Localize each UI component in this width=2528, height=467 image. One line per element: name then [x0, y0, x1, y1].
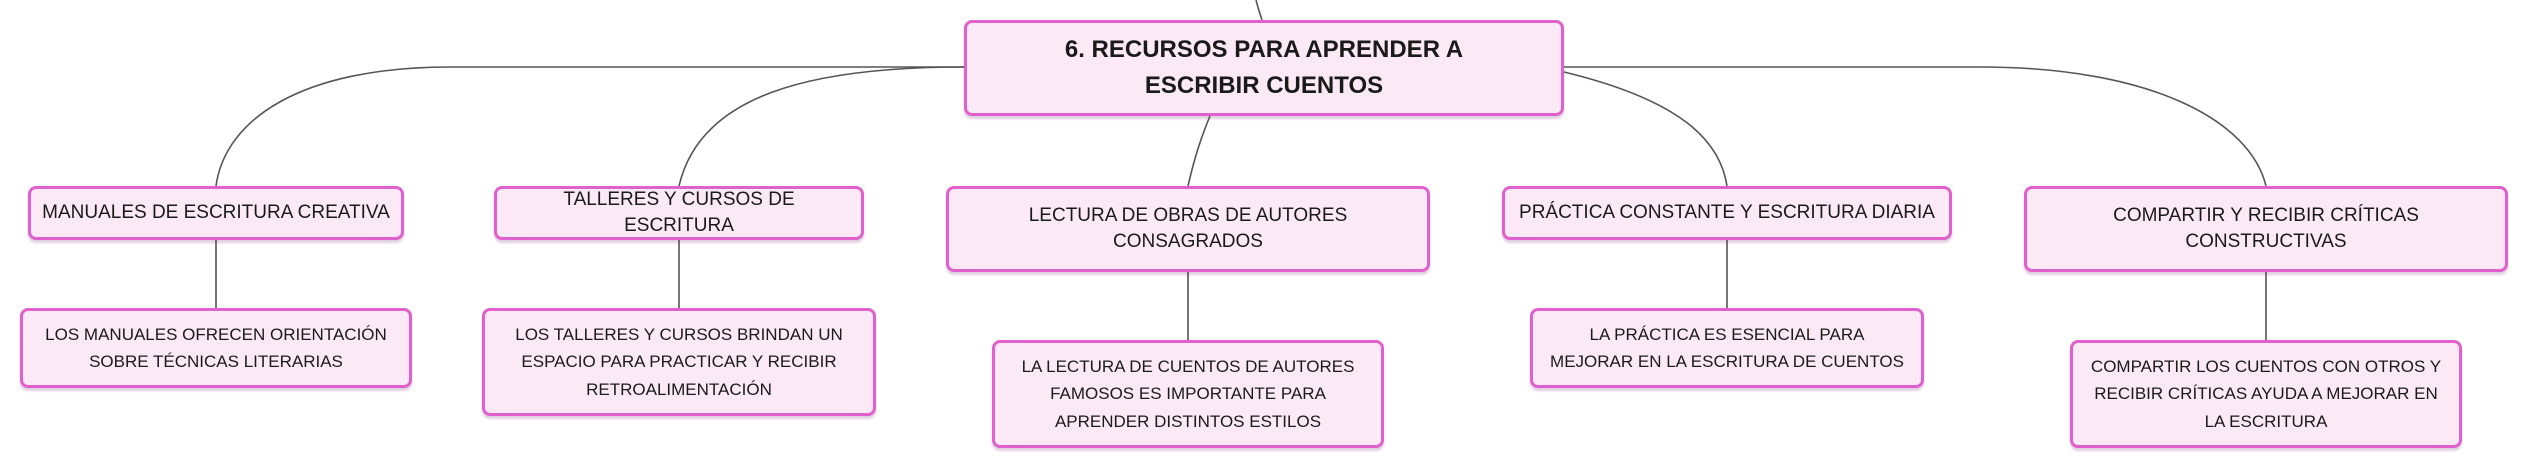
connector-root-to-topic-5: [1564, 66, 2267, 187]
topic-label: LECTURA DE OBRAS DE AUTORES CONSAGRADOS: [1028, 205, 1348, 252]
subtopic-manuales[interactable]: LOS MANUALES OFRECEN ORIENTACIÓN SOBRE T…: [20, 308, 412, 388]
topic-lectura[interactable]: LECTURA DE OBRAS DE AUTORES CONSAGRADOS: [946, 186, 1430, 272]
connector-root-to-topic-4: [1563, 71, 1728, 187]
topic-practica[interactable]: PRÁCTICA CONSTANTE Y ESCRITURA DIARIA: [1502, 186, 1952, 240]
subtopic-label: LA LECTURA DE CUENTOS DE AUTORES FAMOSOS…: [1021, 357, 1355, 431]
subtopic-compartir[interactable]: COMPARTIR LOS CUENTOS CON OTROS Y RECIBI…: [2070, 340, 2462, 448]
connector-parent-to-root: [1255, 0, 1263, 21]
subtopic-lectura[interactable]: LA LECTURA DE CUENTOS DE AUTORES FAMOSOS…: [992, 340, 1384, 448]
subtopic-practica[interactable]: LA PRÁCTICA ES ESENCIAL PARA MEJORAR EN …: [1530, 308, 1924, 388]
topic-label: PRÁCTICA CONSTANTE Y ESCRITURA DIARIA: [1519, 202, 1935, 224]
central-topic-label: 6. RECURSOS PARA APRENDER A ESCRIBIR CUE…: [1064, 36, 1464, 99]
subtopic-label: LA PRÁCTICA ES ESENCIAL PARA MEJORAR EN …: [1550, 324, 1904, 371]
connector-root-to-topic-3: [1187, 115, 1211, 187]
topic-label: COMPARTIR Y RECIBIR CRÍTICAS CONSTRUCTIV…: [2113, 205, 2419, 252]
connector-root-to-topic-1: [215, 66, 964, 187]
topic-manuales[interactable]: MANUALES DE ESCRITURA CREATIVA: [28, 186, 404, 240]
subtopic-label: COMPARTIR LOS CUENTOS CON OTROS Y RECIBI…: [2090, 357, 2442, 431]
central-topic[interactable]: 6. RECURSOS PARA APRENDER A ESCRIBIR CUE…: [964, 20, 1564, 116]
topic-label: MANUALES DE ESCRITURA CREATIVA: [42, 202, 390, 224]
topic-talleres[interactable]: TALLERES Y CURSOS DE ESCRITURA: [494, 186, 864, 240]
subtopic-label: LOS TALLERES Y CURSOS BRINDAN UN ESPACIO…: [515, 325, 843, 399]
topic-compartir[interactable]: COMPARTIR Y RECIBIR CRÍTICAS CONSTRUCTIV…: [2024, 186, 2508, 272]
topic-label: TALLERES Y CURSOS DE ESCRITURA: [563, 189, 795, 236]
connector-root-to-topic-2: [678, 66, 965, 187]
subtopic-label: LOS MANUALES OFRECEN ORIENTACIÓN SOBRE T…: [45, 324, 387, 371]
subtopic-talleres[interactable]: LOS TALLERES Y CURSOS BRINDAN UN ESPACIO…: [482, 308, 876, 416]
